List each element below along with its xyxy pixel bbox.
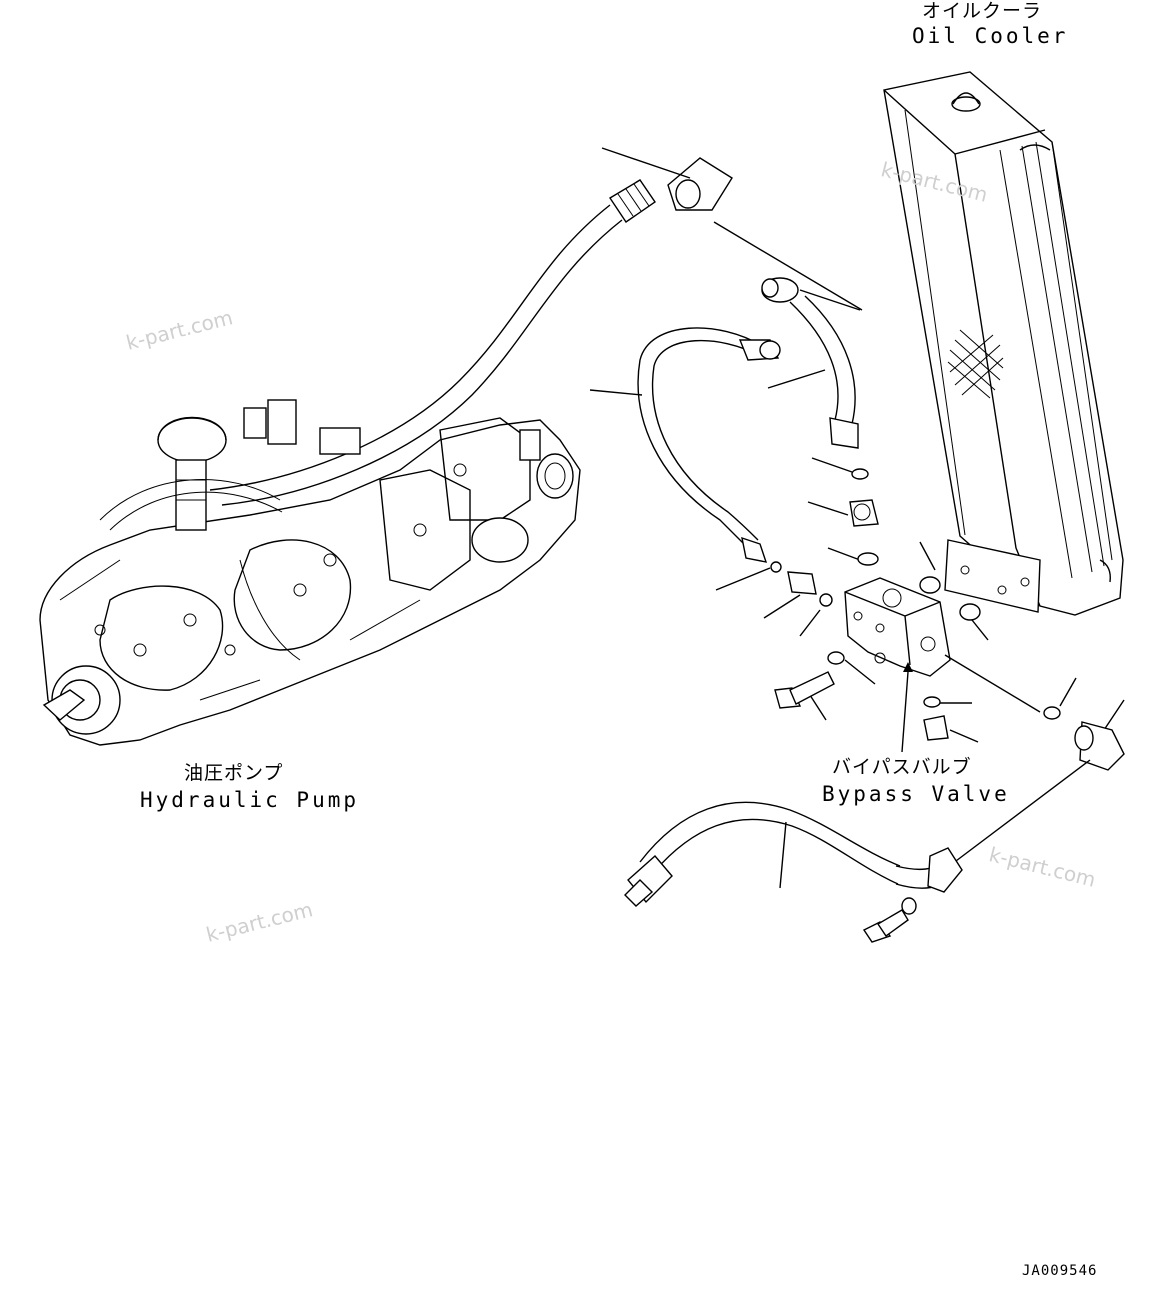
- hydraulic-pump-label-jp: 油圧ポンプ: [184, 762, 284, 784]
- upper-hose: [209, 147, 863, 506]
- oil-cooler-label-jp: オイルクーラ: [922, 0, 1043, 22]
- drawing-code: JA009546: [1022, 1263, 1098, 1279]
- bypass-valve-label-en: Bypass Valve: [822, 782, 1010, 806]
- right-elbow: [943, 677, 1125, 871]
- fittings: [715, 457, 989, 641]
- bypass-valve-label-jp: バイパスバルブ: [832, 756, 972, 778]
- oil-cooler: [883, 71, 1124, 616]
- hydraulic-pump: [39, 399, 581, 746]
- oil-cooler-label-en: Oil Cooler: [912, 24, 1069, 48]
- lower-hose: [624, 801, 963, 943]
- hydraulic-pump-label-en: Hydraulic Pump: [140, 788, 360, 812]
- bypass-left-hose: [589, 327, 781, 563]
- cooler-inlet-hose: [761, 277, 861, 449]
- bypass-valve-block: [774, 577, 1041, 753]
